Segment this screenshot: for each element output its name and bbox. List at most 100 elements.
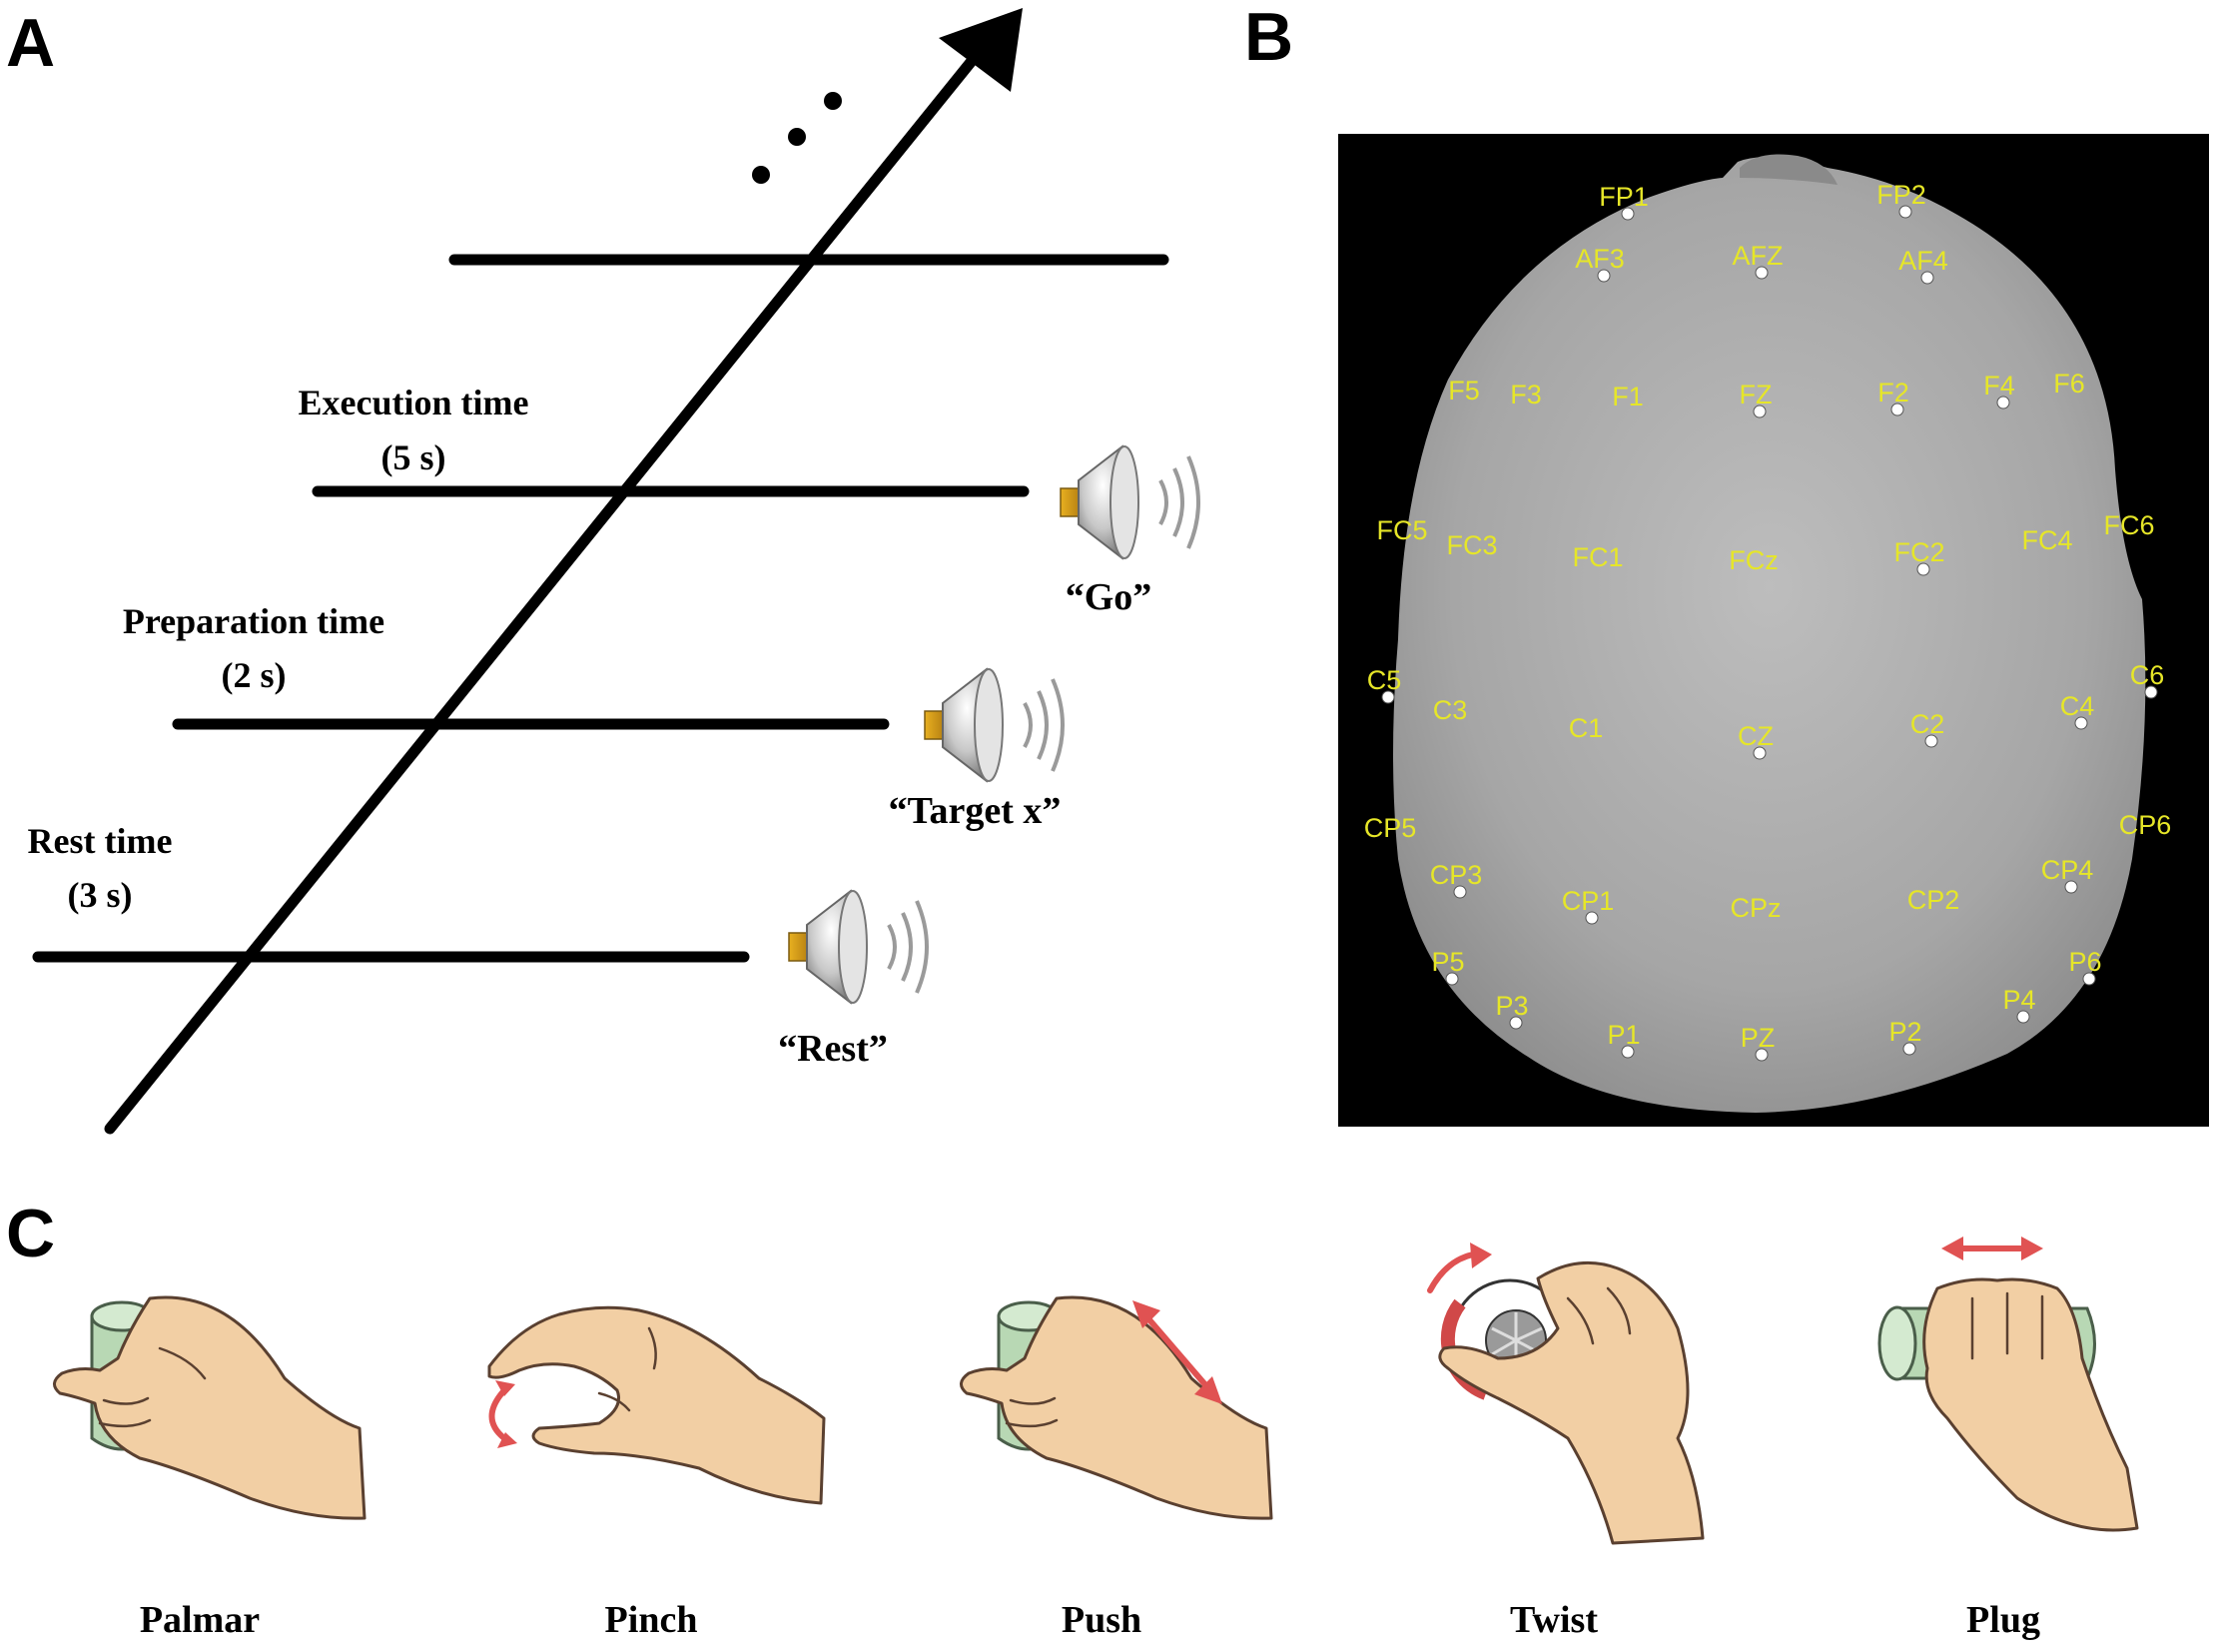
- electrode-cp5: CP5: [1364, 813, 1417, 843]
- electrode-marker: [1509, 1016, 1523, 1030]
- execution-duration-label: (5 s): [381, 437, 446, 477]
- nose-bump: [1740, 154, 1838, 185]
- electrode-label: F3: [1510, 380, 1542, 410]
- electrode-label: AF4: [1898, 246, 1948, 276]
- electrode-label: C5: [1367, 665, 1402, 695]
- electrode-fc6: FC6: [2103, 510, 2154, 540]
- electrode-p6: P6: [2068, 947, 2102, 986]
- electrode-p1: P1: [1607, 1020, 1641, 1059]
- rest-time-label: Rest time: [28, 821, 173, 861]
- electrode-marker: [1890, 403, 1904, 416]
- electrode-marker: [1996, 396, 2010, 410]
- electrode-c2: C2: [1910, 709, 1945, 748]
- electrode-label: PZ: [1741, 1023, 1776, 1053]
- electrode-fc2: FC2: [1893, 537, 1945, 576]
- electrode-cp6: CP6: [2119, 810, 2172, 840]
- electrode-marker: [1585, 911, 1599, 925]
- electrode-c1: C1: [1569, 713, 1604, 743]
- electrode-label: P4: [2002, 985, 2035, 1015]
- preparation-duration-label: (2 s): [222, 655, 287, 695]
- electrode-label: P6: [2068, 947, 2101, 977]
- speaker-icon: [1059, 444, 1200, 560]
- electrode-label: CP1: [1562, 886, 1615, 916]
- electrode-f4: F4: [1983, 371, 2015, 410]
- electrode-f2: F2: [1877, 378, 1909, 416]
- electrode-marker: [2064, 880, 2078, 894]
- speaker-icon: [787, 889, 929, 1005]
- electrode-label: FC3: [1446, 530, 1497, 560]
- grasp-label-twist: Twist: [1510, 1599, 1598, 1641]
- target-cue-label: “Target x”: [889, 790, 1062, 832]
- electrode-label: FP2: [1876, 180, 1926, 210]
- electrode-label: C6: [2130, 660, 2165, 690]
- electrode-marker: [1902, 1042, 1916, 1056]
- electrode-marker: [2074, 716, 2088, 730]
- electrode-label: FC5: [1376, 515, 1427, 545]
- panel-a: A Rest time (3 s) Preparation time (2 s)…: [6, 5, 1200, 1135]
- electrode-c6: C6: [2130, 660, 2165, 699]
- electrode-label: F4: [1983, 371, 2015, 401]
- electrode-label: F1: [1612, 382, 1644, 412]
- electrode-cz: CZ: [1738, 721, 1774, 760]
- rest-cue-label: “Rest”: [778, 1028, 888, 1070]
- electrode-label: P1: [1607, 1020, 1640, 1050]
- electrode-label: C1: [1569, 713, 1604, 743]
- execution-time-label: Execution time: [299, 383, 529, 422]
- electrode-p3: P3: [1495, 991, 1529, 1030]
- electrode-label: AFZ: [1733, 241, 1784, 271]
- electrode-marker: [1453, 885, 1467, 899]
- speaker-icon: [923, 667, 1065, 783]
- grasp-label-plug: Plug: [1966, 1599, 2040, 1641]
- panel-c: C: [6, 1196, 2139, 1641]
- electrode-cp4: CP4: [2041, 855, 2094, 894]
- electrode-cp3: CP3: [1430, 860, 1483, 899]
- electrode-label: C2: [1910, 709, 1945, 739]
- time-arrow-shaft: [104, 34, 995, 1135]
- electrode-label: F2: [1877, 378, 1909, 408]
- electrode-label: P3: [1495, 991, 1528, 1021]
- electrode-p4: P4: [2002, 985, 2036, 1024]
- electrode-fc3: FC3: [1446, 530, 1497, 560]
- panel-b-letter: B: [1244, 0, 1293, 75]
- electrode-p5: P5: [1431, 947, 1465, 986]
- electrode-f1: F1: [1612, 382, 1644, 412]
- electrode-label: FP1: [1599, 182, 1649, 212]
- panel-a-letter: A: [6, 5, 55, 81]
- grasp-label-palmar: Palmar: [140, 1599, 260, 1641]
- time-arrow-head: [939, 8, 1023, 92]
- electrode-cp2: CP2: [1907, 885, 1960, 915]
- scalp: [1393, 157, 2146, 1113]
- go-cue-label: “Go”: [1066, 576, 1152, 618]
- electrode-marker: [1621, 1045, 1635, 1059]
- electrode-af3: AF3: [1575, 244, 1625, 283]
- electrode-fcz: FCz: [1729, 545, 1779, 575]
- electrode-label: FZ: [1740, 380, 1773, 410]
- electrode-af4: AF4: [1898, 246, 1948, 285]
- electrode-marker: [1753, 405, 1767, 418]
- electrode-c5: C5: [1367, 665, 1402, 704]
- electrode-label: FC6: [2103, 510, 2154, 540]
- electrode-fc4: FC4: [2021, 525, 2072, 555]
- grasp-label-push: Push: [1062, 1599, 1141, 1641]
- electrode-marker: [1445, 972, 1459, 986]
- electrode-label: CP3: [1430, 860, 1483, 890]
- electrode-label: C4: [2060, 691, 2095, 721]
- palmar-illustration: [53, 1295, 367, 1520]
- electrode-marker: [1381, 690, 1395, 704]
- electrode-label: FC4: [2021, 525, 2072, 555]
- electrode-label: CPz: [1730, 893, 1781, 923]
- electrode-label: FCz: [1729, 545, 1779, 575]
- electrode-marker: [2144, 685, 2158, 699]
- electrode-label: CP4: [2041, 855, 2094, 885]
- electrode-fp2: FP2: [1876, 180, 1926, 219]
- electrode-marker: [1755, 266, 1769, 280]
- electrode-label: CZ: [1738, 721, 1774, 751]
- continuation-dots: [752, 92, 842, 184]
- electrode-marker: [1924, 734, 1938, 748]
- electrode-marker: [2082, 972, 2096, 986]
- electrode-fp1: FP1: [1599, 182, 1649, 221]
- electrode-marker: [1597, 269, 1611, 283]
